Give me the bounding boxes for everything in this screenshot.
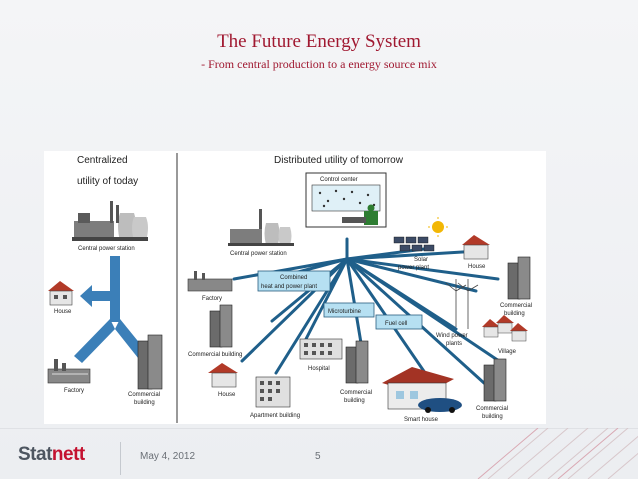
page-number: 5 [315,451,321,462]
statnett-logo: Statnett [18,444,85,466]
central-power-station-left-icon [72,201,148,241]
commercial-top-icon [507,256,531,300]
footer-date: May 4, 2012 [140,451,196,462]
left-commercial-label-2: building [134,400,155,406]
commercial-mid-label-1: Commercial [340,390,372,396]
combined-heat-power-box [257,270,331,292]
control-center-label: Control center [320,177,358,183]
fuel-cell-box [375,314,423,330]
diagram-canvas: Centralized utility of today Central pow… [47,153,532,423]
microturbine-label: Microturbine [328,309,362,315]
house-bottom-label: House [218,392,236,398]
control-center-icon [305,172,387,228]
left-factory-label: Factory [64,388,84,394]
apartment-label: Apartment building [250,413,300,419]
logo-text-part1: Stat [18,444,52,465]
right-central-station-label: Central power station [230,251,287,257]
commercial-building-mid-icon [345,340,369,384]
factory-right-icon [187,271,233,292]
hospital-icon [299,338,343,360]
slide-subtitle: - From central production to a energy so… [201,57,437,71]
slide-footer: Statnett May 4, 2012 5 [0,428,638,479]
factory-left-icon [47,359,91,384]
footer-stripes-decoration [477,428,638,479]
energy-system-diagram: Centralized utility of today Central pow… [44,151,546,424]
commercial-br-label-2: building [482,414,503,420]
wind-label-2: plants [446,341,462,347]
house-left-icon [48,281,74,306]
house-top-label: House [468,264,486,270]
smart-house-icon [382,367,462,413]
footer-divider-line [0,428,638,429]
footer-vertical-divider [120,442,121,475]
solar-label-2: power plant [398,265,429,271]
microturbine-box [323,302,375,318]
commercial-building-right-left-icon [209,304,233,348]
right-heading: Distributed utility of tomorrow [274,155,404,166]
left-commercial-label-1: Commercial [128,392,160,398]
right-factory-label: Factory [202,296,222,302]
smart-house-label: Smart house [404,417,439,423]
left-heading-2: utility of today [77,176,138,187]
house-bottom-icon [208,363,238,388]
hospital-label: Hospital [308,366,330,372]
commercial-br-label-1: Commercial [476,406,508,412]
solar-label-1: Solar [414,257,428,263]
commercial-building-br-icon [483,358,507,402]
left-heading-1: Centralized [77,155,128,166]
sun-icon [428,217,448,237]
fuel-cell-label: Fuel cell [385,321,407,327]
solar-panels-icon [393,236,435,252]
commercial-left-label: Commercial building [188,352,242,358]
chp-label-2: heat and power plant [261,284,317,290]
central-power-station-right-icon [228,209,294,246]
commercial-top-label-1: Commercial [500,303,532,309]
commercial-mid-label-2: building [344,398,365,404]
commercial-top-label-2: building [504,311,525,317]
wind-label-1: Wind power [436,333,468,339]
left-house-label: House [54,309,72,315]
wind-turbines-icon [445,279,479,329]
apartment-building-icon [255,376,291,408]
slide-title: The Future Energy System [217,31,421,52]
village-icon [482,315,528,342]
commercial-building-left-icon [137,334,163,390]
logo-text-part2: nett [51,444,85,465]
village-label: Village [498,349,517,355]
house-top-icon [462,235,490,260]
chp-label-1: Combined [280,275,307,281]
left-central-station-label: Central power station [78,246,135,252]
